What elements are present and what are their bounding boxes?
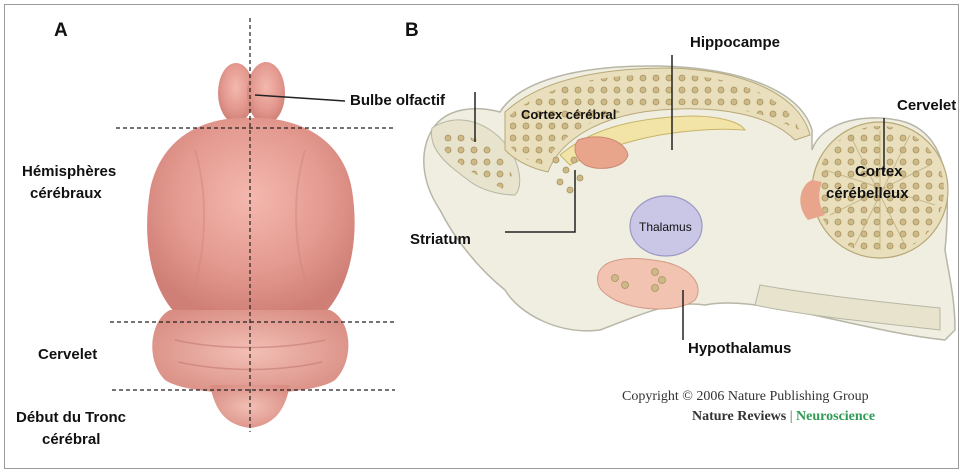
label-cortex-cerebral: Cortex cérébral (521, 106, 616, 124)
label-cortex-cerebelleux-line2: cérébelleux (826, 185, 909, 203)
label-cortex-cerebelleux-line1: Cortex (855, 163, 903, 181)
label-tronc-line2: cérébral (42, 431, 100, 449)
label-cervelet-b: Cervelet (897, 97, 956, 115)
olfactory-bulb-right (247, 62, 285, 124)
brain-dorsal-view (147, 62, 355, 428)
cerebral-hemispheres (147, 118, 355, 318)
label-hippocampe: Hippocampe (690, 34, 780, 52)
journal-separator: | (790, 409, 793, 424)
label-hemispheres-line2: cérébraux (30, 185, 102, 203)
label-hypothalamus: Hypothalamus (688, 340, 791, 358)
label-hemispheres-line1: Hémisphères (22, 163, 116, 181)
label-tronc-line1: Début du Tronc (16, 409, 126, 427)
label-striatum: Striatum (410, 231, 471, 249)
copyright-notice: Copyright © 2006 Nature Publishing Group (622, 389, 869, 405)
label-cervelet-a: Cervelet (38, 346, 97, 364)
journal-credit: Nature Reviews | Neuroscience (692, 409, 875, 425)
label-thalamus: Thalamus (639, 218, 692, 236)
journal-subtitle: Neuroscience (796, 409, 875, 424)
journal-name: Nature Reviews (692, 409, 786, 424)
panel-a-letter: A (54, 20, 68, 42)
panel-b-letter: B (405, 20, 419, 42)
label-bulbe-olfactif: Bulbe olfactif (350, 92, 445, 110)
